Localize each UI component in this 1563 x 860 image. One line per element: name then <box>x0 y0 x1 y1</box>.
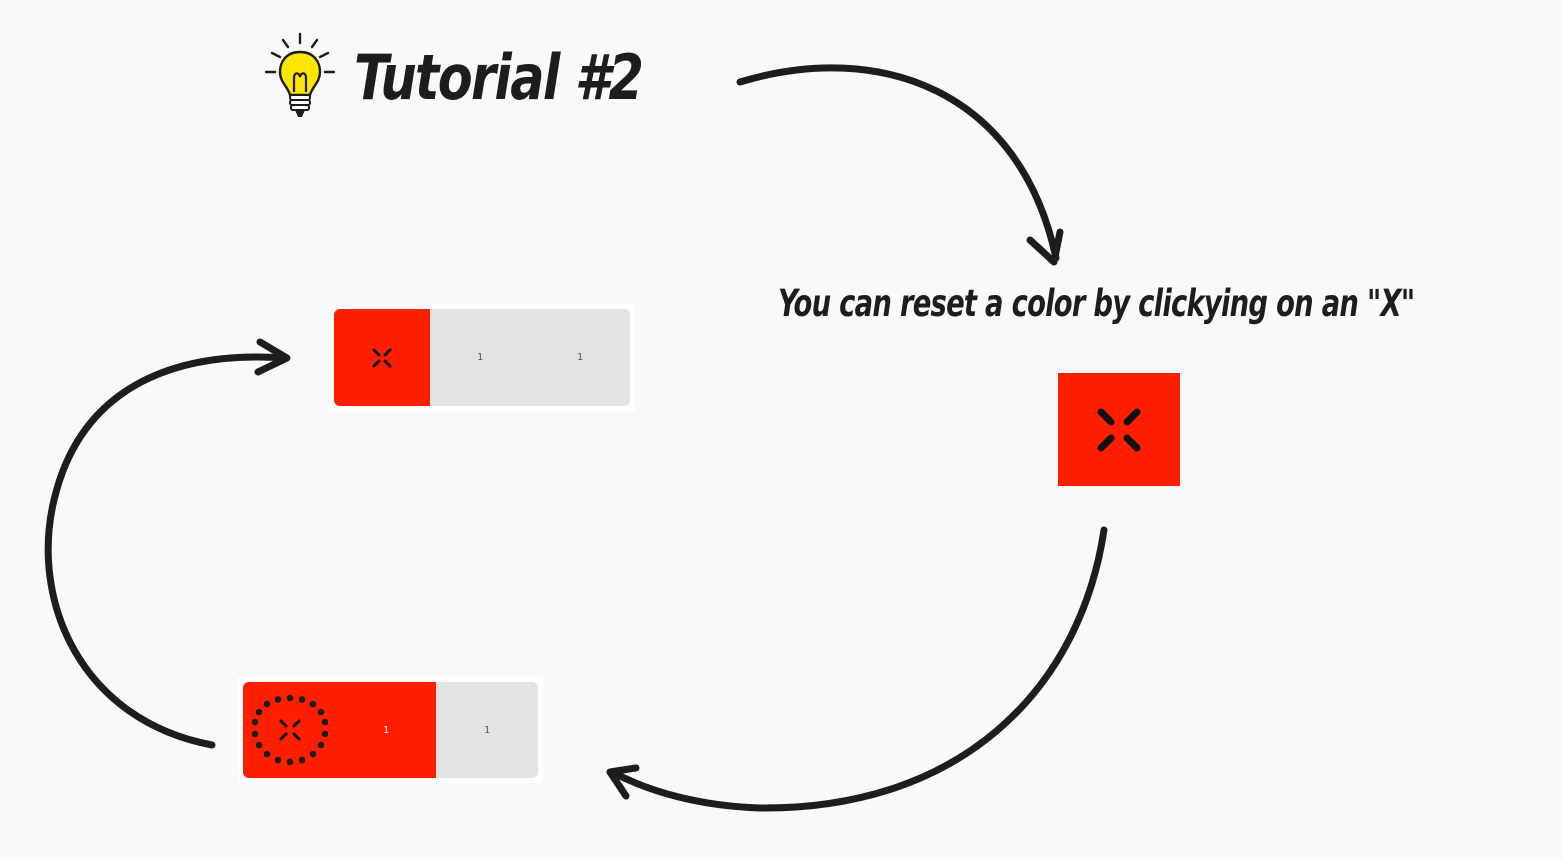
reset-example-swatch <box>1058 373 1180 486</box>
arrowhead-down <box>1026 228 1064 266</box>
tutorial-title: Tutorial #2 <box>354 41 644 114</box>
reset-x-icon <box>1097 408 1141 451</box>
arrowhead-right <box>254 338 291 376</box>
tutorial-header: Tutorial #2 <box>258 30 705 125</box>
segment-count: 1 <box>483 724 491 736</box>
arrow-swatch-to-bottom-bar <box>608 526 1108 812</box>
color-segment[interactable]: 1 <box>430 309 530 406</box>
click-highlight-ring <box>251 694 329 766</box>
color-bar: 1 1 <box>334 309 630 406</box>
color-bar: 1 1 <box>243 682 538 778</box>
color-segment[interactable]: 1 <box>436 682 538 778</box>
color-segment-selected[interactable]: 1 <box>243 682 436 778</box>
segment-count: 1 <box>576 352 584 363</box>
instruction-caption: You can reset a color by clickying on an… <box>778 282 1415 325</box>
segment-count: 1 <box>383 724 390 736</box>
color-bar-reset-state: 1 1 <box>329 304 635 411</box>
color-segment[interactable]: 1 <box>530 309 630 406</box>
reset-x-icon[interactable] <box>371 347 393 369</box>
segment-count: 1 <box>476 352 484 363</box>
lightbulb-icon <box>264 32 336 117</box>
color-segment-reset[interactable] <box>334 309 430 406</box>
arrow-title-to-caption <box>736 64 1060 262</box>
color-bar-click-state: 1 1 <box>238 677 543 783</box>
arrowhead-left <box>606 764 640 800</box>
